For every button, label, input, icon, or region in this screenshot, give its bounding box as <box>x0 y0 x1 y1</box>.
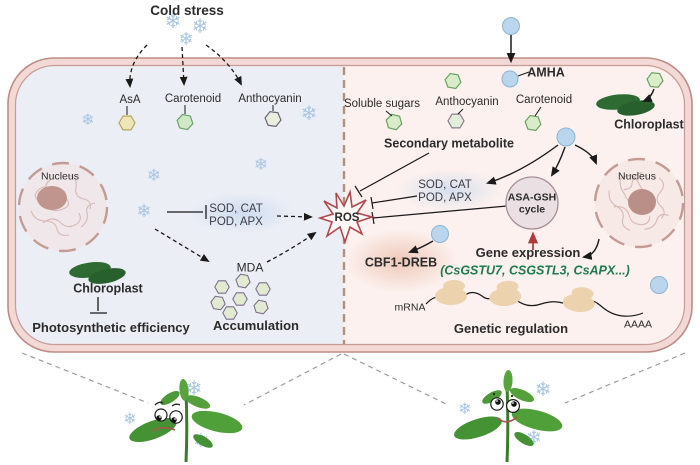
amha-to-nucleus-arrow <box>574 144 598 165</box>
snowflake-icon: ❄ <box>535 377 552 401</box>
nucleus-to-gene-expression-arrow <box>581 238 600 260</box>
ribosome-icon <box>435 280 467 305</box>
cold-stress-arrow <box>179 46 188 86</box>
enzyme-glow-left <box>188 192 296 234</box>
ros-label: ROS <box>334 211 360 224</box>
arrows <box>90 35 655 314</box>
enzymes-left-line2: POD, APX <box>209 215 263 228</box>
dashed-connector <box>21 352 149 404</box>
enzymes-right-line2: POD, APX <box>418 191 472 204</box>
enzymes-to-ros-arrow <box>276 212 313 221</box>
chloroplast-left-label: Chloroplast <box>73 281 143 296</box>
anthocyanin-right-label: Anthocyanin <box>435 95 499 108</box>
soluble-sugars-label: Soluble sugars <box>343 97 421 110</box>
snowflake-icon: ❄ <box>178 29 193 50</box>
carotenoid-right-label: Carotenoid <box>515 93 573 106</box>
amha-particle-icon <box>556 127 576 147</box>
mda-label: MDA <box>236 260 264 275</box>
t-bar <box>370 196 374 210</box>
anthocyanin-right-hexagon-icon <box>447 113 465 129</box>
asa-gsh-cycle-circle <box>505 176 559 230</box>
dashed-connector <box>343 353 449 406</box>
nucleus-right <box>593 157 685 249</box>
cell-to-plant-connectors <box>21 352 686 406</box>
anthocyanin-left-label: Anthocyanin <box>238 92 302 105</box>
amha-label: AMHA <box>527 65 565 80</box>
secondary-metabolite-inhibits-ros <box>359 152 430 192</box>
tolerant-plant-icon <box>454 370 563 463</box>
asa-gsh-label-line2: cycle <box>518 203 546 216</box>
snowflakes: ❄ ❄ ❄ ❄ ❄ ❄ ❄ ❄ ❄ ❄ ❄ ❄ ❄ ❄ <box>81 9 551 452</box>
dashed-connector <box>564 352 686 404</box>
snowflake-icon: ❄ <box>186 376 203 400</box>
chloroplast-right-icon <box>596 94 655 116</box>
nucleus-left-label: Nucleus <box>41 170 79 183</box>
dashed-connector <box>243 353 342 406</box>
asa-gsh-label-line1: ASA-GSH <box>507 191 557 204</box>
snowflake-icon: ❄ <box>147 166 161 186</box>
asagsh-inhibits-ros <box>372 205 508 219</box>
snowflake-icon: ❄ <box>136 201 151 222</box>
ribosomes <box>435 280 595 313</box>
snowflake-icon: ❄ <box>165 9 182 33</box>
nucleus-right-label: Nucleus <box>618 170 656 183</box>
ribosome-icon <box>562 287 595 313</box>
cbf1-glow <box>345 229 457 293</box>
cbf1-dreb-label: CBF1-DREB <box>364 255 438 270</box>
photosynthetic-efficiency-label: Photosynthetic efficiency <box>32 320 190 336</box>
snowflake-icon: ❄ <box>123 409 136 428</box>
connector-line <box>534 106 542 117</box>
ribosome-icon <box>489 280 522 307</box>
cold-to-mda-arrow <box>154 228 210 263</box>
secondary-metabolite-label: Secondary metabolite <box>384 136 514 151</box>
asa-hexagon-icon <box>118 115 136 131</box>
ros-burst-icon <box>317 189 375 245</box>
amha-particle-icon <box>501 70 519 88</box>
genetic-regulation-label: Genetic regulation <box>453 321 569 337</box>
amha-to-cbf1-arrow <box>408 240 434 254</box>
amha-particle-icon <box>502 17 520 35</box>
gene-expression-label: Gene expression <box>475 245 581 261</box>
enzymes-right-line1: SOD, CAT <box>418 178 472 191</box>
snowflake-icon: ❄ <box>458 399 471 418</box>
cold-stress-label: Cold stress <box>150 2 224 18</box>
chloroplast-left-icon <box>69 262 126 284</box>
snowflake-icon: ❄ <box>81 110 94 129</box>
gene-names-label: (CsGSTU7, CSGSTL3, CsAPX...) <box>440 263 630 278</box>
t-bar <box>371 211 375 225</box>
t-bar <box>354 185 363 198</box>
amha-particle-icon <box>650 276 668 294</box>
mda-to-ros-arrow <box>266 231 317 263</box>
snowflake-icon: ❄ <box>192 14 209 38</box>
amha-particles <box>431 17 668 294</box>
snowflake-icon: ❄ <box>254 155 268 175</box>
nucleus-left <box>17 161 109 253</box>
enzyme-glow-right <box>396 169 504 211</box>
carotenoid-left-label: Carotenoid <box>164 92 222 105</box>
mrna-label: mRNA <box>394 301 426 314</box>
amha-to-enzymes-arrow <box>486 144 559 185</box>
asa-label: AsA <box>119 93 141 106</box>
chloroplast-right-label: Chloroplast <box>614 117 684 132</box>
amha-particle-icon <box>431 225 449 243</box>
metabolite-to-chloroplast-arrow <box>642 88 655 102</box>
amha-label-line <box>517 71 530 77</box>
snowflake-icon: ❄ <box>301 101 318 125</box>
amha-to-asagsh-arrow <box>550 146 566 177</box>
enzymes-left-line1: SOD, CAT <box>209 202 263 215</box>
accumulation-label: Accumulation <box>213 318 299 334</box>
connector-line <box>457 108 464 115</box>
polya-tail-label: AAAA <box>623 318 653 331</box>
enzymes-inhibit-ros <box>371 195 418 204</box>
stressed-plant-icon <box>129 379 243 463</box>
cold-stress-arrow <box>125 44 148 88</box>
connector-line <box>385 110 393 117</box>
